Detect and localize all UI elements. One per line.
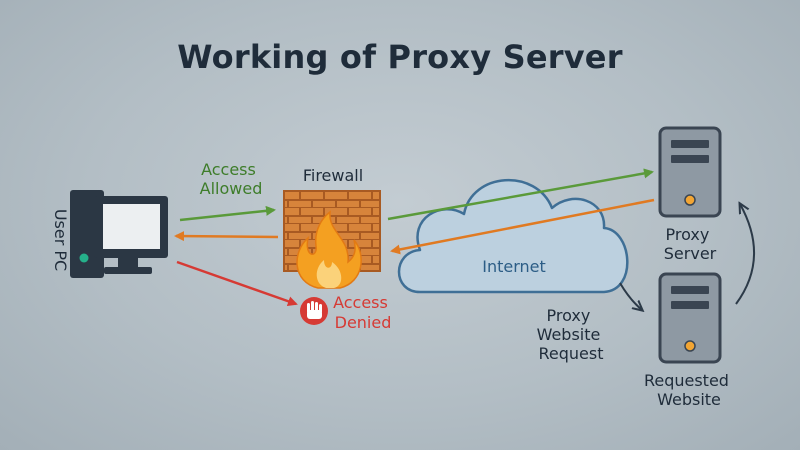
firewall-icon — [283, 190, 381, 289]
hand-stop-icon — [300, 297, 328, 325]
internet-label: Internet — [482, 257, 546, 276]
access-denied-label: Access Denied — [333, 293, 393, 332]
server-icon — [658, 272, 722, 364]
proxy-server-label: Proxy Server — [664, 225, 717, 263]
server-icon — [658, 126, 722, 218]
return-arrow-to-pc — [174, 231, 279, 242]
cloud-icon — [397, 178, 629, 294]
user-pc-label: User PC — [51, 209, 70, 271]
proxy-request-curve-arrow — [619, 282, 642, 310]
access-allowed-label: Access Allowed — [200, 160, 263, 198]
requested-website-label: Requested Website — [644, 371, 734, 409]
requested-to-proxy-curve-arrow — [735, 204, 756, 305]
proxy-website-request-label: Proxy Website Request — [537, 306, 606, 363]
page-title: Working of Proxy Server — [177, 38, 623, 76]
response-return-arrow — [390, 198, 655, 255]
access-denied-arrow — [176, 260, 298, 307]
computer-icon — [70, 190, 168, 278]
access-allowed-arrow — [179, 205, 276, 222]
firewall-label: Firewall — [303, 166, 363, 185]
forward-request-arrow — [387, 168, 654, 221]
